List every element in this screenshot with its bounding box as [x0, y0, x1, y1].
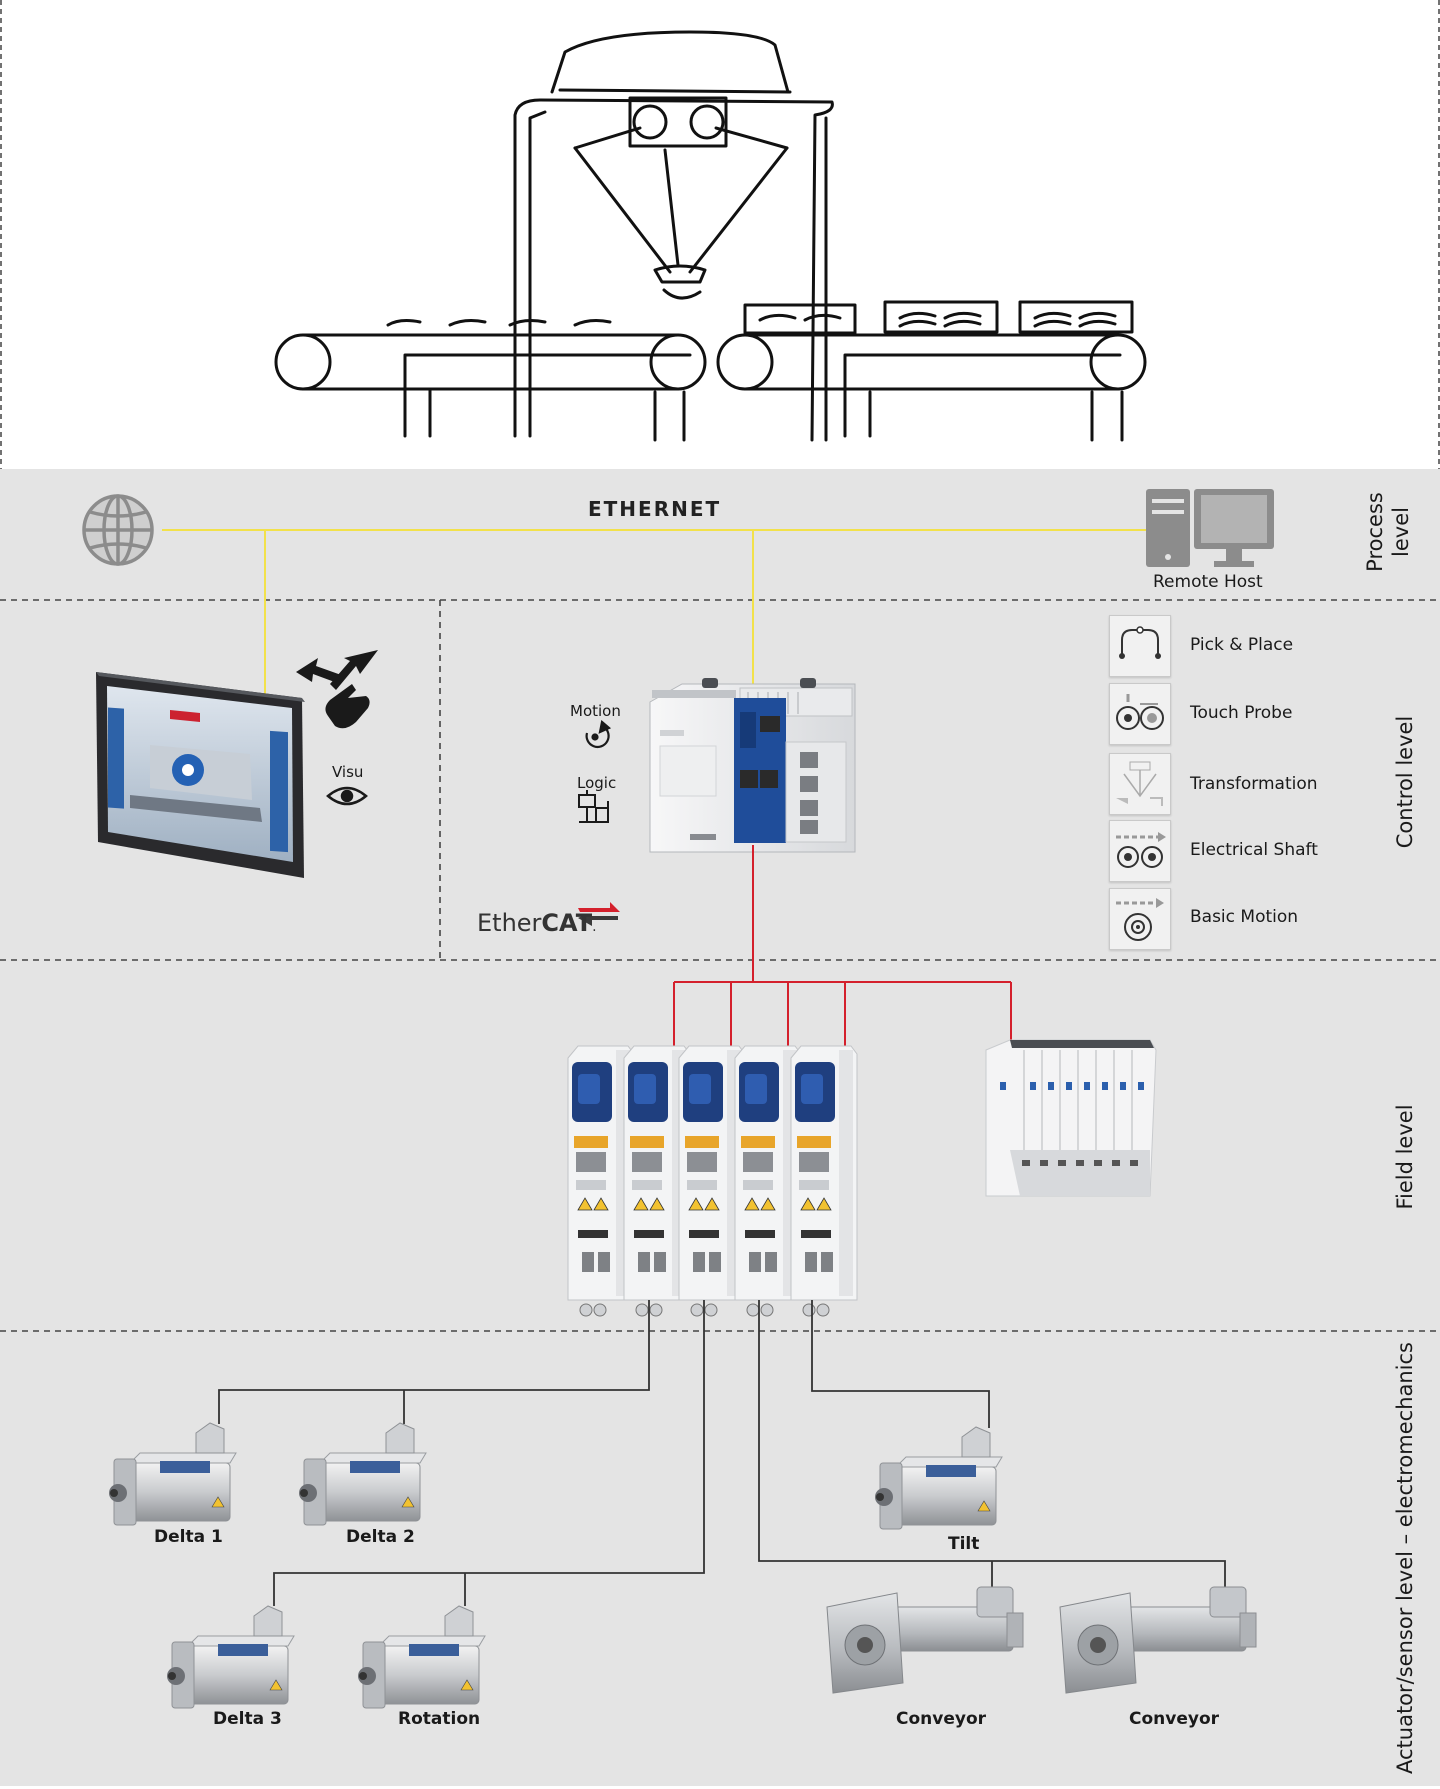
servo-drive-1	[567, 1045, 635, 1317]
motor-delta-1	[109, 1422, 237, 1526]
ethercat-logo: EtherCAT.	[477, 909, 597, 937]
logic-icon	[578, 790, 609, 823]
servo-drive-2	[623, 1045, 691, 1317]
remote-host-label: Remote Host	[1153, 572, 1263, 592]
transformation-label: Transformation	[1190, 774, 1318, 794]
transformation-icon	[1109, 753, 1171, 815]
hmi-panel	[96, 672, 305, 878]
actuator-level-label: Actuator/sensor level – electromechanics	[1393, 1341, 1417, 1775]
motion-label: Motion	[570, 702, 621, 720]
logic-label: Logic	[577, 774, 617, 792]
motor-rotation	[358, 1605, 486, 1709]
ethercat-line	[673, 845, 1012, 1046]
controller-device	[649, 678, 856, 853]
motor-conveyor-2	[1059, 1586, 1257, 1694]
motor-label-delta2: Delta 2	[346, 1527, 415, 1547]
process-level-word: Process	[1363, 492, 1387, 572]
motor-delta-3	[167, 1605, 295, 1709]
visu-label: Visu	[332, 763, 364, 781]
basic-motion-icon	[1109, 888, 1171, 950]
motor-delta-2	[299, 1422, 427, 1526]
touch-gesture-icon	[296, 650, 378, 729]
motion-icon	[585, 719, 612, 748]
motors-group	[109, 1422, 1257, 1709]
ethernet-line	[162, 529, 1146, 700]
motor-label-rotation: Rotation	[398, 1709, 481, 1729]
delta-robot-sketch	[274, 30, 1147, 442]
motor-tilt	[875, 1426, 1003, 1530]
electrical-shaft-icon	[1109, 820, 1171, 882]
servo-drives	[567, 1045, 858, 1317]
electrical-shaft-label: Electrical Shaft	[1190, 840, 1318, 860]
level-dividers	[0, 599, 1440, 1332]
motor-label-conveyor-1: Conveyor	[896, 1709, 987, 1729]
remote-host-icon	[1146, 489, 1274, 567]
touch-probe-label: Touch Probe	[1190, 703, 1293, 723]
motor-label-delta3: Delta 3	[213, 1709, 282, 1729]
motor-label-conveyor-2: Conveyor	[1129, 1709, 1220, 1729]
motor-conveyor-1	[826, 1586, 1024, 1694]
internet-globe-icon	[82, 494, 154, 566]
pick-and-place-label: Pick & Place	[1190, 635, 1294, 655]
process-level-suffix: level	[1389, 507, 1413, 557]
ethercat-logo-bold: CAT	[541, 909, 593, 937]
motor-label-delta1: Delta 1	[154, 1527, 223, 1547]
process-level-label: Process level	[1362, 492, 1414, 572]
ethernet-label: ETHERNET	[588, 497, 722, 521]
pick-and-place-icon	[1109, 615, 1171, 677]
touch-probe-icon	[1109, 683, 1171, 745]
sketch-area-border	[0, 0, 1440, 469]
control-level-label: Control level	[1393, 715, 1417, 849]
field-level-label: Field level	[1393, 1104, 1417, 1210]
visu-eye-icon	[326, 786, 368, 806]
motor-label-tilt: Tilt	[948, 1534, 980, 1554]
basic-motion-label: Basic Motion	[1190, 907, 1299, 927]
ethercat-logo-mark: .	[592, 919, 597, 935]
io-system	[985, 1039, 1157, 1197]
motor-cables	[218, 1300, 1226, 1606]
servo-drive-5	[790, 1045, 858, 1317]
ethercat-logo-text: Ether	[477, 909, 542, 937]
ethercat-logo-arrows	[578, 902, 620, 926]
